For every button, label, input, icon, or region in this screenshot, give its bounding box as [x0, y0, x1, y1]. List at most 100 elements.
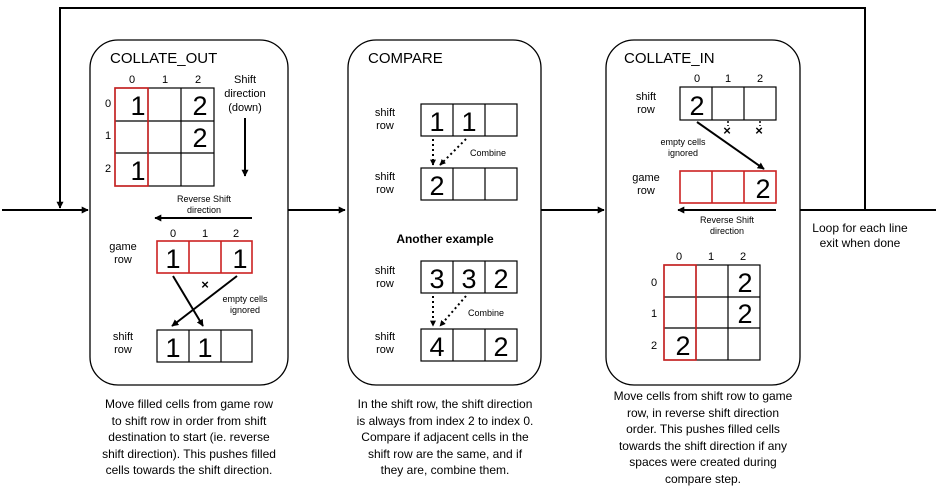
empty-cells-note: ignored — [668, 148, 698, 158]
shift-row — [420, 260, 518, 294]
loop-label: exit when done — [820, 236, 901, 250]
caption-line: they are, combine them. — [380, 463, 510, 477]
shift-direction-label: Shift — [234, 74, 256, 86]
shift-row-cell: 1 — [461, 107, 476, 137]
combine-arrow — [439, 295, 467, 327]
shift-row-label: row — [376, 184, 394, 196]
shift-row-label: shift — [113, 331, 133, 343]
shift-row-cell: 1 — [429, 107, 444, 137]
game-row — [156, 240, 253, 274]
shift-row-label: shift — [636, 91, 656, 103]
col-index: 2 — [757, 73, 763, 85]
grid-cell: 2 — [192, 123, 207, 153]
game-row-cell: 2 — [755, 174, 770, 204]
col-index: 1 — [202, 228, 208, 240]
caption-line: In the shift row, the shift direction — [357, 397, 533, 411]
caption-line: shift direction). This pushes filled — [102, 446, 276, 461]
combine-label: Combine — [468, 308, 504, 318]
highlighted-column — [663, 264, 697, 361]
shift-row-cell: 3 — [461, 264, 476, 294]
collate-out-title: COLLATE_OUT — [110, 50, 217, 67]
collate-in-caption: Move cells from shift row to game row, i… — [596, 388, 810, 487]
grid-cell: 1 — [130, 91, 145, 121]
row-index: 2 — [105, 163, 111, 175]
shift-row-label: row — [637, 104, 655, 116]
shift-row-label: row — [114, 344, 132, 356]
row-index: 2 — [651, 340, 657, 352]
col-index: 2 — [195, 74, 201, 86]
another-example-heading: Another example — [396, 232, 494, 246]
shift-row-cell: 2 — [689, 91, 704, 121]
shift-row-label: shift — [375, 171, 395, 183]
col-index: 0 — [676, 251, 682, 263]
panel-collate-in — [605, 39, 801, 386]
game-row-label: game — [632, 172, 660, 184]
row-index: 1 — [651, 308, 657, 320]
caption-line: to shift row in order from shift — [111, 413, 267, 428]
shift-row-result — [420, 167, 518, 201]
shift-row-cell: 2 — [429, 171, 444, 201]
collate-out-caption: Move filled cells from game row to shift… — [80, 396, 298, 479]
row-index: 1 — [105, 130, 111, 142]
caption-line: cells towards the shift direction. — [105, 463, 273, 477]
shift-direction-label: direction — [224, 88, 266, 100]
shift-row-label: row — [376, 278, 394, 290]
col-index: 0 — [170, 228, 176, 240]
caption-line: spaces were created during — [629, 455, 777, 469]
collate-in-content: 0 1 2 shift row 2 × × empty cells ignore… — [632, 73, 777, 361]
loop-label: Loop for each line — [812, 221, 908, 235]
col-index: 0 — [129, 74, 135, 86]
game-row-label: row — [114, 254, 132, 266]
panel-collate-out — [89, 39, 289, 386]
shift-row-label: row — [376, 344, 394, 356]
shift-row-cell: 1 — [165, 333, 180, 363]
col-index: 1 — [162, 74, 168, 86]
col-index: 2 — [740, 251, 746, 263]
shift-direction-label: (down) — [228, 102, 262, 114]
caption-line: order. This pushes filled cells — [626, 422, 780, 436]
empty-cells-note: empty cells — [222, 294, 268, 304]
compare-caption: In the shift row, the shift direction is… — [336, 396, 554, 479]
move-arrow — [696, 121, 765, 170]
caption-line: towards the shift direction if any — [618, 438, 788, 453]
panel-compare — [347, 39, 542, 386]
cross-mark: × — [755, 123, 763, 138]
game-row-label: game — [109, 241, 137, 253]
caption-line: destination to start (ie. reverse — [108, 430, 270, 444]
cross-mark: × — [201, 277, 209, 292]
shift-row-cell: 1 — [197, 333, 212, 363]
move-arrow — [172, 275, 204, 327]
compare-content: shift row 1 1 Combine shift row 2 Anothe… — [375, 103, 518, 362]
flow-lines — [2, 7, 936, 214]
grid-cell: 2 — [192, 91, 207, 121]
grid-cell: 2 — [737, 299, 752, 329]
shift-row-label: row — [376, 120, 394, 132]
cross-mark: × — [723, 123, 731, 138]
col-index: 0 — [694, 73, 700, 85]
caption-line: shift row are the same, and if — [367, 446, 523, 461]
reverse-shift-label: direction — [187, 205, 221, 215]
game-row-label: row — [637, 185, 655, 197]
loop-back-arrow — [56, 7, 866, 210]
move-arrow — [171, 275, 238, 327]
reverse-shift-label: Reverse Shift — [177, 194, 232, 204]
shift-row — [420, 103, 518, 137]
shift-row-result — [420, 328, 518, 362]
col-index: 2 — [233, 228, 239, 240]
caption-line: is always from index 2 to index 0. — [356, 413, 534, 428]
shift-row-cell: 4 — [429, 332, 444, 362]
shift-row-cell: 2 — [493, 332, 508, 362]
compare-title: COMPARE — [368, 50, 443, 67]
empty-cells-note: empty cells — [660, 137, 706, 147]
collate-out-content: 0 1 2 0 1 2 1 2 2 1 Shift direction (dow… — [105, 74, 268, 363]
game-row — [679, 170, 777, 204]
caption-line: row, in reverse shift direction — [626, 405, 780, 420]
empty-cells-note: ignored — [230, 305, 260, 315]
grid-cell: 2 — [737, 268, 752, 298]
shift-row-label: shift — [375, 331, 395, 343]
col-index: 1 — [708, 251, 714, 263]
row-index: 0 — [105, 98, 111, 110]
caption-line: Compare if adjacent cells in the — [361, 430, 529, 444]
